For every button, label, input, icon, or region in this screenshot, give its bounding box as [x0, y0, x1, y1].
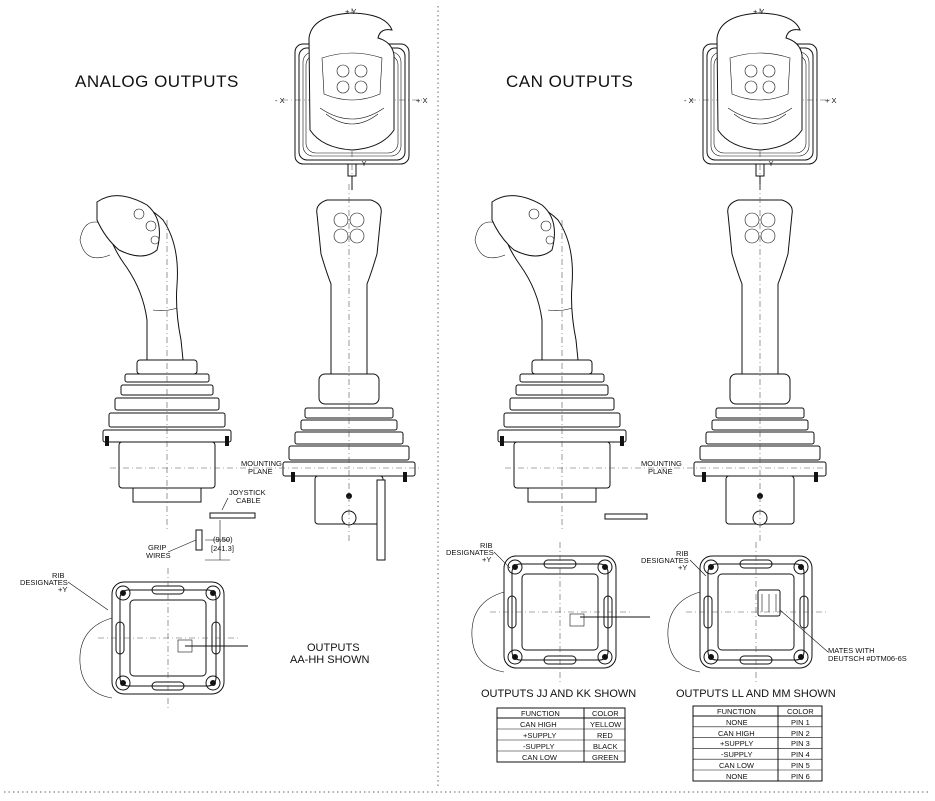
can-rib-label-1: RIB	[480, 541, 493, 550]
color-table-cell: GREEN	[592, 753, 619, 762]
pin-table-cell: +SUPPLY	[720, 739, 753, 748]
color-table-cell: YELLOW	[590, 720, 622, 729]
can-flange-jj	[471, 541, 631, 683]
grip-wires	[195, 529, 203, 551]
color-table-header-function: FUNCTION	[521, 709, 560, 718]
can-top-view	[689, 7, 831, 191]
can-cable	[604, 513, 648, 520]
axis-minus-x: - X	[275, 96, 285, 105]
pin-table-header-color: COLOR	[787, 707, 814, 716]
can-mounting-plane-label-1: MOUNTING	[641, 459, 682, 468]
analog-flange-view	[79, 567, 239, 709]
mounting-plane-label-2: PLANE	[248, 467, 273, 476]
can-rib2-label-3: +Y	[678, 563, 687, 572]
color-table-cell: +SUPPLY	[523, 731, 556, 740]
outputs-aa-label-2: AA-HH SHOWN	[290, 654, 370, 666]
dim-inches: (9.50)	[213, 535, 233, 544]
joystick-cable-label-1: JOYSTICK	[229, 488, 266, 497]
caption-jj-kk: OUTPUTS JJ AND KK SHOWN	[481, 688, 636, 700]
mates-with-label-1: MATES WITH	[828, 646, 875, 655]
outputs-aa-label-1: OUTPUTS	[307, 642, 360, 654]
pin-table-cell: CAN LOW	[719, 761, 755, 770]
jj-connector	[569, 613, 585, 627]
can-rib2-label-1: RIB	[676, 549, 689, 558]
joystick-cable	[209, 512, 256, 519]
analog-side-view	[79, 195, 232, 531]
can-title: CAN OUTPUTS	[506, 72, 633, 91]
can-side-view	[474, 195, 627, 531]
pin-table: FUNCTION COLOR NONE PIN 1 CAN HIGH PIN 2…	[692, 705, 823, 782]
rib-label-3: +Y	[58, 585, 67, 594]
pin-table-cell: NONE	[726, 772, 748, 781]
can-axis-minus-x: - X	[684, 96, 694, 105]
can-flange-ll	[667, 541, 827, 683]
can-rib-label-3: +Y	[482, 555, 491, 564]
dim-mm: [241.3]	[211, 544, 234, 553]
analog-top-view	[281, 7, 423, 191]
color-table-cell: CAN HIGH	[520, 720, 557, 729]
grip-wires-label-1: GRIP	[148, 543, 166, 552]
pin-table-cell: PIN 6	[791, 772, 810, 781]
pin-table-header-function: FUNCTION	[717, 707, 756, 716]
joystick-cable-label-2: CABLE	[236, 496, 261, 505]
pin-table-cell: -SUPPLY	[721, 750, 753, 759]
can-axis-minus-y: - Y	[764, 159, 773, 168]
pin-table-cell: PIN 5	[791, 761, 810, 770]
can-rib-label-2: DESIGNATES	[446, 548, 494, 557]
color-table-cell: CAN LOW	[522, 753, 558, 762]
color-table: FUNCTION COLOR CAN HIGH YELLOW +SUPPLY R…	[496, 707, 626, 763]
color-table-cell: RED	[597, 731, 613, 740]
pin-table-cell: PIN 1	[791, 718, 810, 727]
axis-plus-y: + Y	[345, 7, 356, 16]
can-mounting-plane-label-2: PLANE	[648, 467, 673, 476]
analog-title: ANALOG OUTPUTS	[75, 72, 239, 91]
rib-label-1: RIB	[52, 571, 65, 580]
mates-with-label-2: DEUTSCH #DTM06-6S	[828, 654, 907, 663]
grip-wires-label-2: WIRES	[146, 551, 171, 560]
axis-minus-y: - Y	[357, 159, 366, 168]
can-axis-plus-x: + X	[825, 96, 836, 105]
pin-table-cell: PIN 4	[791, 750, 810, 759]
pin-table-cell: CAN HIGH	[718, 729, 755, 738]
pin-table-cell: PIN 3	[791, 739, 810, 748]
color-table-cell: -SUPPLY	[523, 742, 555, 751]
mounting-plane-label-1: MOUNTING	[241, 459, 282, 468]
analog-front-view	[282, 183, 416, 545]
can-rib2-label-2: DESIGNATES	[641, 556, 689, 565]
axis-plus-x: + X	[416, 96, 427, 105]
color-table-header-color: COLOR	[592, 709, 619, 718]
pin-table-cell: NONE	[726, 718, 748, 727]
pin-table-cell: PIN 2	[791, 729, 810, 738]
can-axis-plus-y: + Y	[753, 7, 764, 16]
deutsch-connector	[757, 589, 781, 617]
caption-ll-mm: OUTPUTS LL AND MM SHOWN	[676, 688, 836, 700]
rib-label-2: DESIGNATES	[20, 578, 68, 587]
can-front-view	[693, 183, 827, 545]
front-cable	[376, 479, 386, 561]
color-table-cell: BLACK	[593, 742, 618, 751]
